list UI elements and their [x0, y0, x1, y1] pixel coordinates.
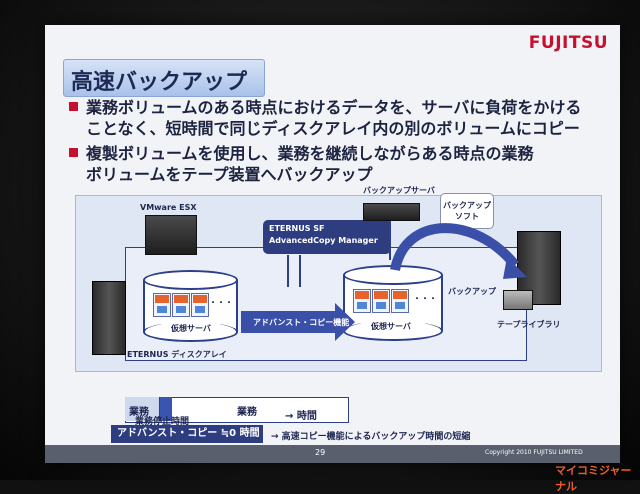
- tape-cartridge-icon: [503, 290, 533, 310]
- time-axis-label: → 時間: [285, 411, 317, 422]
- backup-label: バックアップ: [448, 287, 496, 296]
- backup-arrow: [390, 223, 519, 272]
- presentation-slide: FUJITSU 高速バックアップ 業務ボリュームのある時点におけるデータを、サー…: [45, 25, 620, 463]
- disk-array-label: ETERNUS ディスクアレイ: [127, 350, 227, 359]
- diagram-arrows: [241, 221, 527, 341]
- advanced-copy-label: アドバンスト・コピー機能: [253, 318, 350, 327]
- tape-library-label: テープライブラリ: [497, 320, 561, 329]
- copyright: Copyright 2010 FUJITSU LIMITED: [485, 449, 583, 456]
- speedup-note: → 高速コピー機能によるバックアップ時間の短縮: [271, 432, 471, 442]
- projection-screen: FUJITSU 高速バックアップ 業務ボリュームのある時点におけるデータを、サー…: [0, 0, 640, 480]
- timeline-seg2-label: 業務: [237, 407, 257, 418]
- advanced-copy-time-box: アドバンスト・コピー ≒0 時間: [111, 425, 263, 443]
- watermark: マイコミジャーナル: [555, 464, 632, 493]
- advanced-copy-arrow: [241, 303, 355, 341]
- page-number: 29: [315, 448, 326, 457]
- backup-arrow-head: [503, 257, 527, 279]
